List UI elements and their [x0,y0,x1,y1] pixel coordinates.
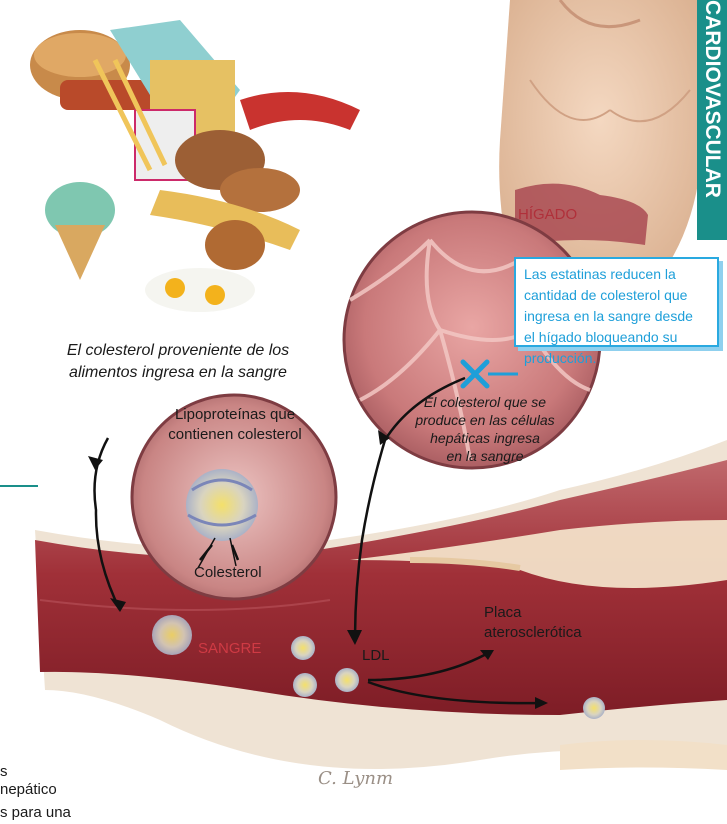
liver-label: HÍGADO [518,206,577,223]
food-caption-line-1: El colesterol proveniente de los [18,340,338,362]
cropped-body-text-1: s [0,763,8,780]
statin-line-2: cantidad de colesterol que [524,285,709,306]
lipoprotein-label: Lipoproteínas que contienen colesterol [140,405,330,445]
artist-signature: C. Lynm [318,768,393,789]
liver-caption-line-3: hepáticas ingresa [400,429,570,447]
statin-line-5: producción. [524,348,709,369]
food-caption: El colesterol proveniente de los aliment… [18,340,338,384]
ldl-label: LDL [362,647,390,664]
blood-label: SANGRE [198,640,261,657]
plaque-line-2: aterosclerótica [484,623,582,643]
lipoprotein-line-2: contienen colesterol [140,425,330,445]
food-illustration [30,20,360,312]
lipoprotein-line-1: Lipoproteínas que [140,405,330,425]
side-tab: CARDIOVASCULAR [697,0,727,240]
food-caption-line-2: alimentos ingresa en la sangre [18,362,338,384]
liver-caption-line-2: produce en las células [400,411,570,429]
liver-caption-line-1: El colesterol que se [400,393,570,411]
cropped-body-text-3: s para una [0,804,71,821]
statin-line-3: ingresa en la sangre desde [524,306,709,327]
cholesterol-label: Colesterol [194,564,262,581]
liver-caption: El colesterol que se produce en las célu… [400,393,570,465]
liver-caption-line-4: en la sangre [400,447,570,465]
plaque-label: Placa aterosclerótica [484,603,582,643]
statin-line-1: Las estatinas reducen la [524,264,709,285]
cropped-body-text-2: nepático [0,781,57,798]
side-tab-label: CARDIOVASCULAR [697,0,727,240]
plaque-line-1: Placa [484,603,582,623]
statin-info-box: Las estatinas reducen la cantidad de col… [514,257,719,347]
statin-line-4: el hígado bloqueando su [524,327,709,348]
